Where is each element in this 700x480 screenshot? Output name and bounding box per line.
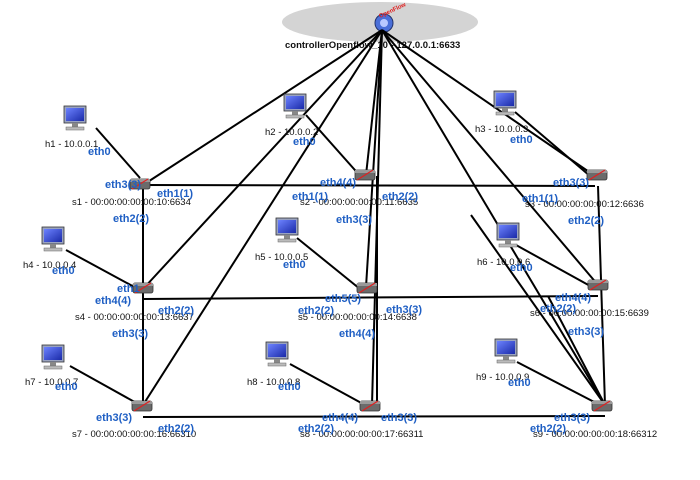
h3-eth0: eth0 — [510, 134, 533, 146]
h1-eth0: eth0 — [88, 146, 111, 158]
link-h8-s8 — [289, 363, 366, 406]
s8-eth4: eth4(4) — [322, 412, 358, 424]
switch-labels: s1 - 00:00:00:00:00:10:6634 s2 - 00:00:0… — [72, 197, 657, 440]
s4-eth2: eth2(2) — [158, 305, 194, 317]
h9-eth0: eth0 — [508, 377, 531, 389]
h8-label: h8 - 10.0.0.8 — [247, 377, 300, 388]
link-h6-s6 — [515, 244, 593, 288]
link-h7-s7 — [69, 365, 141, 406]
s8-label: s8 - 00:00:00:00:00:17:66311 — [300, 429, 423, 440]
s5-eth5: eth5(5) — [325, 293, 361, 305]
link-ctrl-s1 — [142, 29, 383, 186]
s8-switch-icon[interactable] — [359, 400, 381, 412]
h6-label: h6 - 10.0.0.6 — [477, 257, 530, 268]
s4-eth3: eth3(3) — [112, 328, 148, 340]
h7-monitor-icon[interactable] — [41, 344, 65, 370]
host-labels: h1 - 10.0.0.1 h2 - 10.0.0.2 h3 - 10.0.0.… — [23, 124, 530, 388]
link-h2-s2 — [305, 114, 363, 179]
link-s7-s9 — [142, 415, 606, 418]
s3-switch-icon[interactable] — [586, 169, 608, 181]
s3-label: s3 - 00:00:00:00:00:12:6636 — [525, 199, 644, 210]
s3-eth2: eth2(2) — [568, 215, 604, 227]
link-s1-s3 — [142, 184, 596, 187]
s4-label: s4 - 00:00:00:00:00:13:6637 — [75, 312, 194, 323]
h9-label: h9 - 10.0.0.9 — [476, 372, 529, 383]
h3-label: h3 - 10.0.0.3 — [475, 124, 528, 135]
h8-eth0: eth0 — [278, 381, 301, 393]
s5-eth4: eth4(4) — [339, 328, 375, 340]
s4-eth4: eth4(4) — [95, 295, 131, 307]
h9-monitor-icon[interactable] — [494, 338, 518, 364]
link-s4-s6 — [142, 295, 599, 300]
link-ctrl-s6 — [381, 29, 599, 286]
link-h9-s9 — [516, 361, 601, 406]
h5-label: h5 - 10.0.0.5 — [255, 252, 308, 263]
link-ctrl-s2 — [365, 29, 383, 176]
h2-label: h2 - 10.0.0.2 — [265, 127, 318, 138]
h7-eth0: eth0 — [55, 381, 78, 393]
link-h5-s5 — [296, 237, 361, 290]
link-diag-b — [547, 295, 606, 406]
s9-eth2: eth2(2) — [530, 423, 566, 435]
link-h4-s4 — [65, 249, 139, 290]
s5-eth2: eth2(2) — [298, 305, 334, 317]
s8-eth2: eth2(2) — [298, 423, 334, 435]
s7-label: s7 - 00:00:00:00:00:16:66310 — [72, 429, 196, 440]
s1-eth2: eth2(2) — [113, 213, 149, 225]
s7-eth2: eth2(2) — [158, 423, 194, 435]
s6-eth2: eth2(2) — [540, 303, 576, 315]
h4-label: h4 - 10.0.0.4 — [23, 260, 76, 271]
s9-label: s9 - 00:00:00:00:00:18:66312 — [533, 429, 657, 440]
link-ctrl-s5 — [365, 29, 383, 288]
s9-switch-icon[interactable] — [591, 400, 613, 412]
link-h1-s1 — [95, 127, 141, 179]
h5-monitor-icon[interactable] — [275, 217, 299, 243]
h4-monitor-icon[interactable] — [41, 226, 65, 252]
link-h3-s3 — [514, 111, 591, 177]
link-ctrl-s9 — [381, 29, 606, 406]
s3-eth1: eth1(1) — [522, 193, 558, 205]
h6-eth0: eth0 — [510, 262, 533, 274]
h4-eth0: eth0 — [52, 265, 75, 277]
s4-eth1: eth1 — [117, 283, 140, 295]
interface-labels: eth0 eth0 eth0 eth0 eth0 eth0 eth0 eth0 … — [52, 134, 604, 435]
h1-label: h1 - 10.0.0.1 — [45, 139, 98, 150]
s6-switch-icon[interactable] — [587, 279, 609, 291]
s2-eth4: eth4(4) — [320, 177, 356, 189]
link-diag-a — [470, 214, 606, 406]
s1-eth3: eth3(3) — [105, 179, 141, 191]
s5-eth3: eth3(3) — [386, 304, 422, 316]
s6-eth4: eth4(4) — [555, 292, 591, 304]
link-ctrl-s7 — [142, 29, 383, 406]
s6-label: s6 - 00:00:00:00:00:15:6639 — [530, 308, 649, 319]
s1-label: s1 - 00:00:00:00:00:10:6634 — [72, 197, 191, 208]
h2-monitor-icon[interactable] — [283, 93, 307, 119]
h7-label: h7 - 10.0.0.7 — [25, 377, 78, 388]
link-ctrl-s4 — [142, 29, 383, 290]
s7-eth3: eth3(3) — [96, 412, 132, 424]
h5-eth0: eth0 — [283, 259, 306, 271]
h3-monitor-icon[interactable] — [493, 90, 517, 116]
s2-eth3: eth3(3) — [336, 214, 372, 226]
s7-switch-icon[interactable] — [131, 400, 153, 412]
link-s3-s9 — [597, 185, 606, 406]
link-ctrl-s3 — [381, 29, 596, 177]
s2-switch-icon[interactable] — [354, 169, 376, 181]
s5-switch-icon[interactable] — [356, 282, 378, 294]
h6-monitor-icon[interactable] — [496, 222, 520, 248]
h2-eth0: eth0 — [293, 136, 316, 148]
s2-eth1: eth1(1) — [292, 191, 328, 203]
s9-eth3: eth3(3) — [554, 412, 590, 424]
s2-eth2: eth2(2) — [382, 191, 418, 203]
s5-label: s5 - 00:00:00:00:00:14:6638 — [298, 312, 417, 323]
s8-eth3: eth3(3) — [381, 412, 417, 424]
h1-monitor-icon[interactable] — [63, 105, 87, 131]
s2-label: s2 - 00:00:00:00:00:11:6635 — [300, 197, 418, 208]
h8-monitor-icon[interactable] — [265, 341, 289, 367]
s3-eth3: eth3(3) — [553, 177, 589, 189]
s6-eth3: eth3(3) — [568, 326, 604, 338]
s1-eth1: eth1(1) — [157, 188, 193, 200]
